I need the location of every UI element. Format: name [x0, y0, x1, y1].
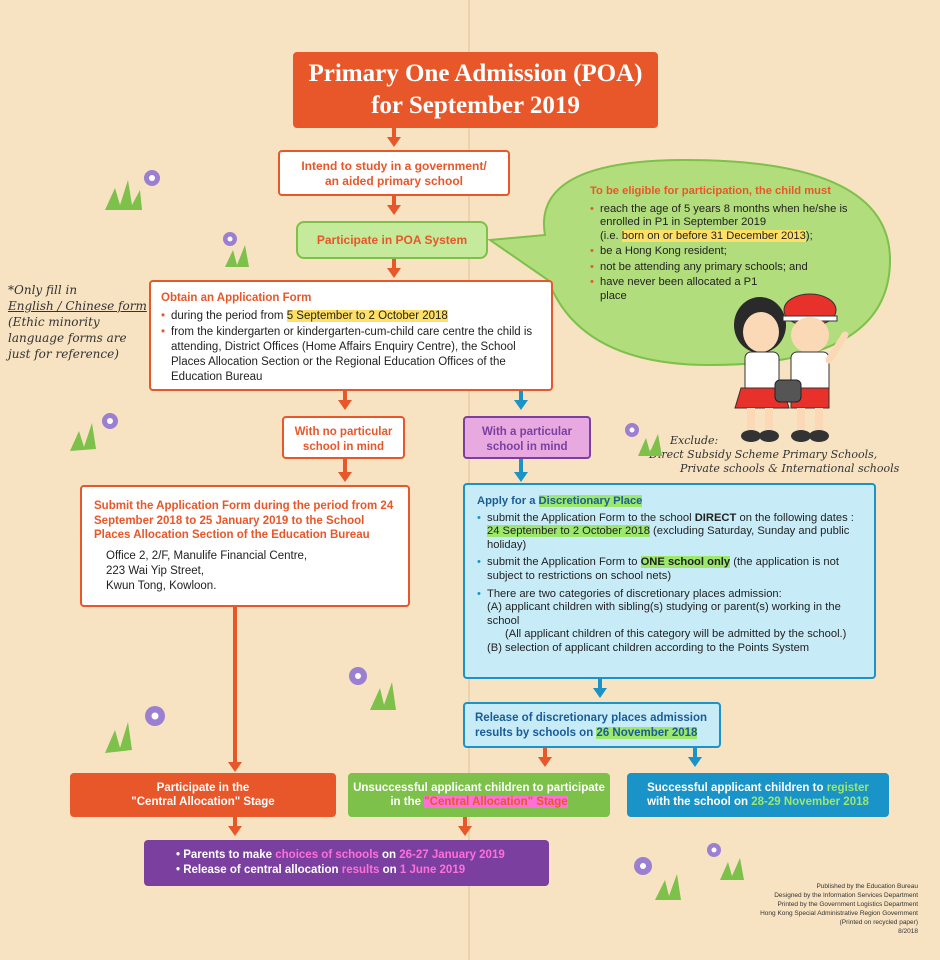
flower-decoration-icon	[105, 170, 160, 210]
arrow-down-icon	[514, 472, 528, 482]
connector	[392, 196, 396, 206]
obtain-heading: Obtain an Application Form	[161, 292, 312, 304]
connector	[343, 459, 347, 473]
arrow-down-icon	[387, 205, 401, 215]
central-allocation-dates-box: • Parents to make choices of schools on …	[144, 840, 549, 886]
participate-box: Participate in POA System	[296, 221, 488, 259]
connector	[519, 391, 523, 401]
connector	[463, 817, 467, 827]
arrow-down-icon	[387, 268, 401, 278]
flower-decoration-icon	[634, 857, 681, 900]
arrow-down-icon	[688, 757, 702, 767]
title-line1: Primary One Admission (POA)	[308, 60, 643, 87]
discretionary-heading: Apply for a Discretionary Place	[477, 495, 643, 507]
flower-decoration-icon	[70, 413, 118, 451]
arrow-down-icon	[228, 762, 242, 772]
discretionary-place-box: Apply for a Discretionary Place submit t…	[463, 483, 876, 679]
eligibility-item: reach the age of 5 years 8 months when h…	[590, 203, 865, 244]
eligibility-item: not be attending any primary schools; an…	[590, 261, 865, 275]
particular-school-box: With a particular school in mind	[463, 416, 591, 459]
unsuccessful-box: Unsuccessful applicant children to parti…	[348, 773, 610, 817]
connector	[392, 128, 396, 138]
eligibility-item: have never been allocated a P1 place	[590, 276, 760, 303]
flower-decoration-icon	[223, 232, 249, 267]
eligibility-text: To be eligible for participation, the ch…	[590, 185, 865, 303]
obtain-item: from the kindergarten or kindergarten-cu…	[161, 325, 541, 384]
obtain-item: during the period from 5 September to 2 …	[161, 309, 541, 324]
arrow-down-icon	[387, 137, 401, 147]
handwritten-note-right: Exclude: * Direct Subsidy Scheme Primary…	[640, 434, 900, 475]
connector	[543, 748, 547, 758]
successful-box: Successful applicant children to registe…	[627, 773, 889, 817]
title-line2: for September 2019	[371, 92, 580, 119]
connector	[343, 391, 347, 401]
connector	[598, 679, 602, 689]
flower-decoration-icon	[105, 706, 165, 753]
release-results-box: Release of discretionary places admissio…	[463, 702, 721, 748]
address-line: 223 Wai Yip Street,	[106, 564, 205, 577]
fold-line	[468, 0, 470, 960]
application-period-highlight: 5 September to 2 October 2018	[286, 309, 448, 322]
handwritten-note-left: *Only fill in English / Chinese form (Et…	[8, 283, 147, 361]
address-line: Office 2, 2/F, Manulife Financial Centre…	[106, 550, 308, 563]
discretionary-item: There are two categories of discretionar…	[477, 588, 862, 656]
arrow-down-icon	[338, 400, 352, 410]
connector	[519, 459, 523, 473]
connector	[392, 259, 396, 269]
arrow-down-icon	[338, 472, 352, 482]
discretionary-item: submit the Application Form to the schoo…	[477, 512, 862, 553]
page-title: Primary One Admission (POA) for Septembe…	[293, 52, 658, 128]
no-particular-school-box: With no particular school in mind	[282, 416, 405, 459]
submit-heading: Submit the Application Form during the p…	[94, 500, 394, 542]
address-line: Kwun Tong, Kowloon.	[106, 579, 217, 592]
publisher-info: Published by the Education Bureau Design…	[760, 883, 918, 935]
connector	[693, 748, 697, 758]
arrow-down-icon	[593, 688, 607, 698]
birth-date-highlight: born on or before 31 December 2013	[621, 229, 806, 242]
eligibility-item: be a Hong Kong resident;	[590, 245, 865, 259]
connector	[233, 607, 237, 765]
submit-form-box: Submit the Application Form during the p…	[80, 485, 410, 607]
children-illustration	[734, 293, 849, 442]
participate-label: Participate in POA System	[316, 233, 468, 247]
flower-decoration-icon	[707, 843, 744, 880]
arrow-down-icon	[538, 757, 552, 767]
flower-decoration-icon	[349, 667, 396, 710]
intend-line2: an aided primary school	[324, 174, 464, 189]
eligibility-heading: To be eligible for participation, the ch…	[590, 185, 831, 197]
discretionary-item: submit the Application Form to ONE schoo…	[477, 556, 862, 583]
intend-box: Intend to study in a government/ an aide…	[278, 150, 510, 196]
obtain-form-box: Obtain an Application Form during the pe…	[149, 280, 553, 391]
connector	[233, 817, 237, 827]
arrow-down-icon	[228, 826, 242, 836]
intend-line1: Intend to study in a government/	[301, 159, 487, 173]
flower-decoration-icon	[625, 423, 662, 456]
central-allocation-box: Participate in the "Central Allocation" …	[70, 773, 336, 817]
arrow-down-icon	[458, 826, 472, 836]
arrow-down-icon	[514, 400, 528, 410]
